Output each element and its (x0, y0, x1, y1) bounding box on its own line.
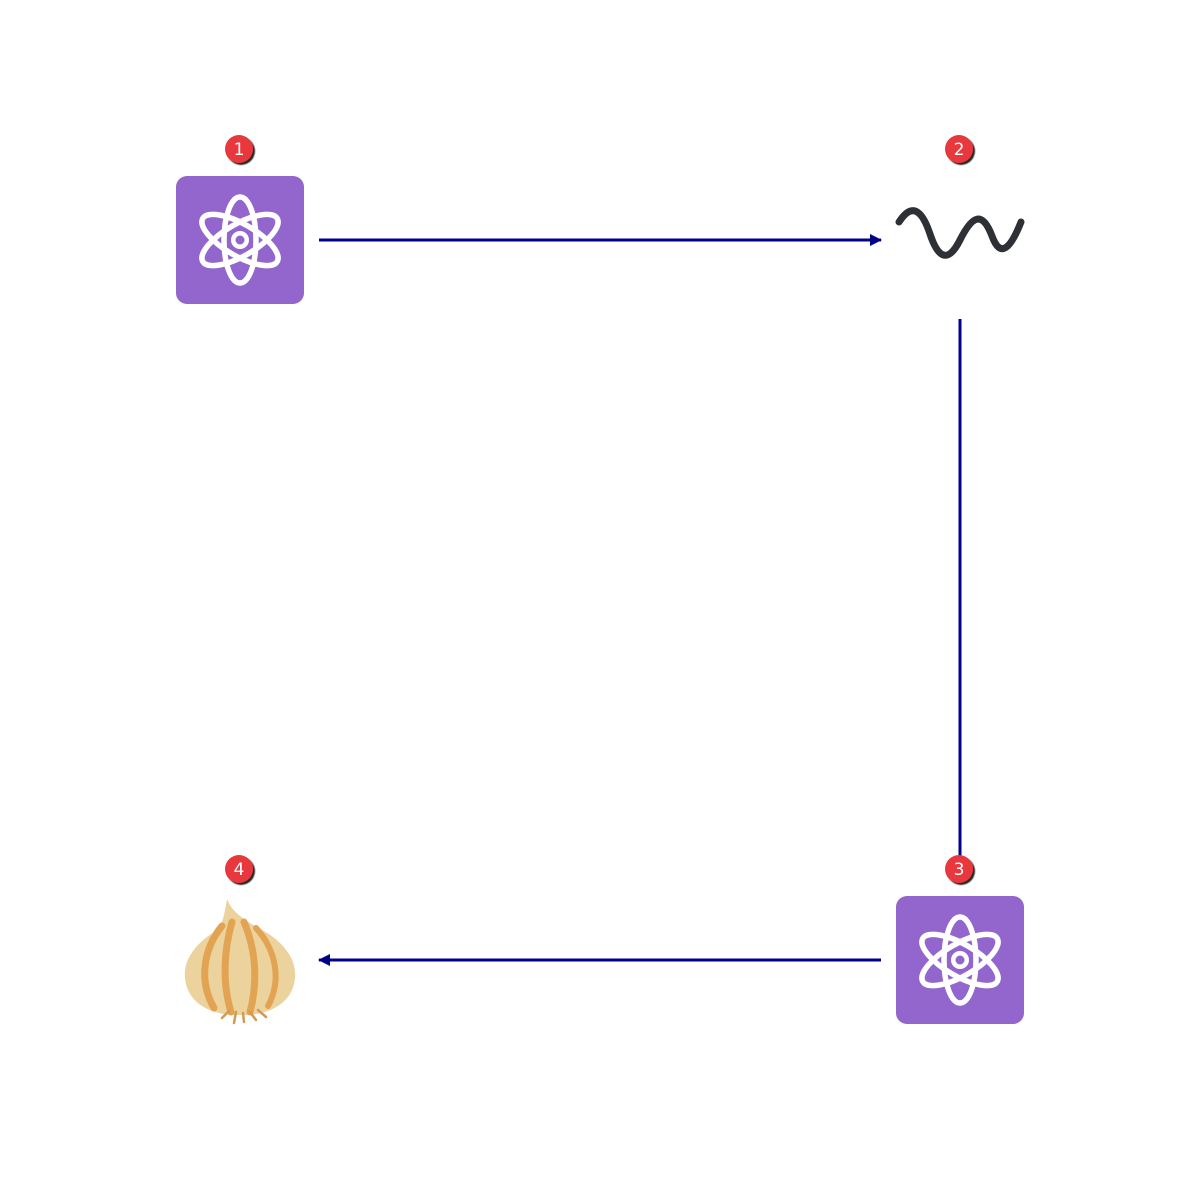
badge-4: 4 (225, 855, 253, 883)
wave-icon (895, 207, 1025, 259)
badge-1-label: 1 (234, 140, 245, 160)
badge-1: 1 (225, 135, 253, 163)
badge-3-label: 3 (954, 860, 965, 880)
node-1[interactable] (176, 176, 304, 304)
node-4[interactable] (184, 899, 296, 1025)
badge-2-label: 2 (954, 140, 965, 160)
node-2[interactable] (895, 207, 1025, 259)
badge-3: 3 (945, 855, 973, 883)
node-3[interactable] (896, 896, 1024, 1024)
onion-icon (184, 899, 296, 1025)
badge-2: 2 (945, 135, 973, 163)
badge-4-label: 4 (234, 860, 245, 880)
